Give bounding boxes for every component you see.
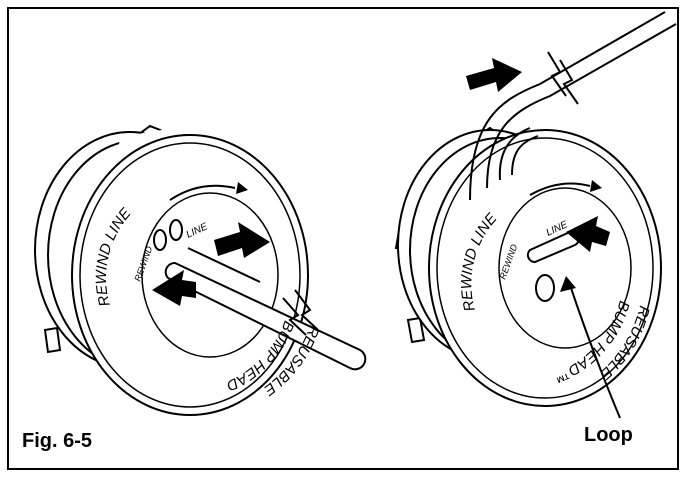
left-trimmer-line [164, 247, 367, 371]
left-push-arrow-upper [214, 222, 270, 258]
left-rotation-arrow [169, 184, 236, 201]
right-spool-tab [406, 316, 426, 344]
right-trimmer-line [469, 11, 677, 264]
right-hub-hole [535, 274, 555, 302]
right-inner-disc [498, 187, 632, 349]
figure-caption: Fig. 6-5 [22, 430, 93, 452]
loop-leader-arrowhead [560, 276, 576, 292]
right-spool [394, 126, 662, 407]
loop-leader-line [569, 284, 621, 419]
right-rotation-arrow [529, 182, 591, 196]
left-eyelet [169, 219, 183, 241]
left-eyelet [153, 229, 167, 251]
right-front-flange [428, 129, 662, 407]
left-spool-tab [43, 326, 62, 354]
right-push-arrow-top [466, 58, 522, 92]
right-push-arrow-hub [566, 216, 610, 252]
left-inner-disc [141, 192, 279, 358]
left-push-arrow-lower [152, 270, 196, 306]
loop-callout-label: Loop [584, 424, 633, 446]
